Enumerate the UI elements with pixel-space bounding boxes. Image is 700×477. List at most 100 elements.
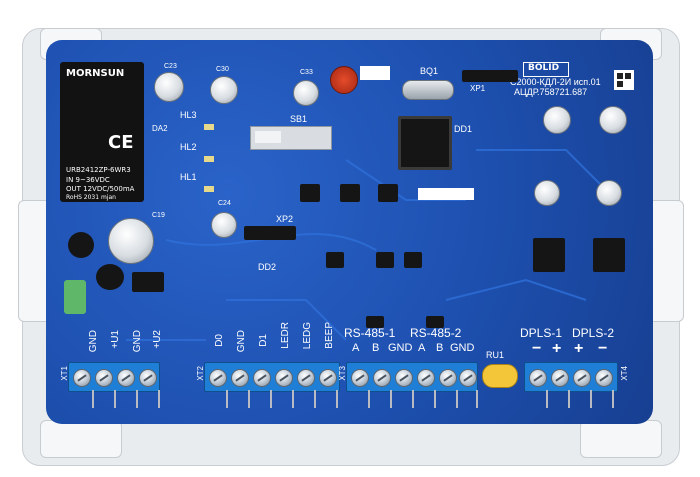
- label-dd2: DD2: [258, 262, 277, 272]
- label-hl2: HL2: [180, 142, 197, 152]
- pin-xt4-1: −: [532, 340, 542, 357]
- label-bq1: BQ1: [420, 66, 439, 76]
- terminal-block-xt4: [524, 362, 618, 392]
- label-ru1: RU1: [486, 350, 505, 360]
- capacitor-large: [108, 218, 154, 264]
- screw-xt4-3[interactable]: [573, 369, 591, 387]
- label-dpls-2: DPLS-2: [572, 326, 615, 340]
- led-hl3: [204, 124, 214, 130]
- pin-xt4-2: +: [552, 340, 562, 357]
- screw-xt2-6[interactable]: [319, 369, 337, 387]
- terminal-id-xt2: XT2: [196, 366, 205, 381]
- screw-xt4-2[interactable]: [551, 369, 569, 387]
- bottom-left-clip: [40, 420, 122, 458]
- terminal-block-xt3: [346, 362, 478, 392]
- label-rs485-1: RS-485-1: [344, 326, 396, 340]
- screw-xt3-3[interactable]: [395, 369, 413, 387]
- inductor-l3: [68, 232, 94, 258]
- psu-module: MORNSUN CE URB2412ZP-6WR3 IN 9~36VDC OUT…: [60, 62, 144, 202]
- brand-text: BOLID: [528, 63, 560, 73]
- screw-xt3-6[interactable]: [459, 369, 477, 387]
- capacitor-c30: [210, 76, 238, 104]
- ic-3: [378, 184, 398, 202]
- pin-xt2-3: D1: [258, 334, 269, 347]
- label-c30: C30: [216, 66, 229, 73]
- terminal-id-xt1: XT1: [60, 366, 69, 381]
- screw-xt2-2[interactable]: [231, 369, 249, 387]
- terminal-id-xt4: XT4: [620, 366, 629, 381]
- screw-xt2-5[interactable]: [297, 369, 315, 387]
- pin-xt2-2: GND: [236, 330, 247, 353]
- pin-xt4-4: −: [598, 340, 608, 357]
- screw-xt1-4[interactable]: [139, 369, 157, 387]
- ic-6: [404, 252, 422, 268]
- screw-xt1-1[interactable]: [73, 369, 91, 387]
- pin-xt3-6: GND: [450, 342, 475, 354]
- label-xp1: XP1: [470, 84, 486, 93]
- screw-xt2-1[interactable]: [209, 369, 227, 387]
- microcontroller-dd1: [398, 116, 452, 170]
- psu-input: IN 9~36VDC: [66, 176, 110, 184]
- label-dpls-1: DPLS-1: [520, 326, 563, 340]
- screw-xt1-3[interactable]: [117, 369, 135, 387]
- ic-1: [300, 184, 320, 202]
- label-c23: C23: [164, 63, 177, 70]
- pin-xt1-1: GND: [88, 330, 99, 353]
- pin-xt3-3: GND: [388, 342, 413, 354]
- capacitor-c33: [293, 80, 319, 106]
- module-model: С2000-КДЛ-2И исп.01: [510, 77, 601, 87]
- sticker: [418, 188, 474, 200]
- terminal-block-xt2: [204, 362, 340, 392]
- capacitor-c24: [211, 212, 237, 238]
- pin-xt1-4: +U2: [152, 330, 163, 349]
- header-xp2: [244, 226, 296, 240]
- jumper-rs485-2[interactable]: [426, 316, 444, 328]
- terminal-id-xt3: XT3: [338, 366, 347, 381]
- ic-4: [326, 252, 344, 268]
- screw-xt2-4[interactable]: [275, 369, 293, 387]
- screw-xt3-1[interactable]: [351, 369, 369, 387]
- pin-xt2-4: LEDR: [280, 322, 291, 349]
- screw-xt4-1[interactable]: [529, 369, 547, 387]
- psu-output: OUT 12VDC/500mA: [66, 185, 135, 193]
- regulator-2: [593, 238, 625, 272]
- pin-xt3-1: A: [352, 342, 360, 354]
- label-da2: DA2: [152, 124, 168, 133]
- screw-xt3-5[interactable]: [439, 369, 457, 387]
- capacitor-right-3: [534, 180, 560, 206]
- label-dd1: DD1: [454, 124, 473, 134]
- label-sb1: SB1: [290, 114, 308, 124]
- label-hl1: HL1: [180, 172, 197, 182]
- led-hl1: [204, 186, 214, 192]
- label-c24: C24: [218, 200, 231, 207]
- label-xp2: XP2: [276, 214, 294, 224]
- pin-xt3-2: B: [372, 342, 380, 354]
- screw-xt2-3[interactable]: [253, 369, 271, 387]
- terminal-pins: [92, 390, 94, 408]
- bottom-right-clip: [580, 420, 662, 458]
- jumper-rs485-1[interactable]: [366, 316, 384, 328]
- led-hl2: [204, 156, 214, 162]
- ce-mark-icon: CE: [108, 132, 134, 153]
- pin-xt3-4: A: [418, 342, 426, 354]
- trim-pot-icon[interactable]: [330, 66, 358, 94]
- screw-xt4-4[interactable]: [595, 369, 613, 387]
- regulator-1: [533, 238, 565, 272]
- pin-xt2-1: D0: [214, 334, 225, 347]
- psu-brand: MORNSUN: [66, 68, 125, 79]
- capacitor-right-4: [596, 180, 622, 206]
- fuse-ru1: [482, 364, 518, 388]
- capacitor-c23: [154, 72, 184, 102]
- label-c33: C33: [300, 69, 313, 76]
- ic-2: [340, 184, 360, 202]
- pin-xt4-3: +: [574, 340, 584, 357]
- label-rs485-2: RS-485-2: [410, 326, 462, 340]
- terminal-block-xt1: [68, 362, 160, 392]
- screw-xt3-4[interactable]: [417, 369, 435, 387]
- screw-xt3-2[interactable]: [373, 369, 391, 387]
- psu-model: URB2412ZP-6WR3: [66, 166, 131, 174]
- qr-code: [614, 70, 634, 90]
- tamper-switch-sb1[interactable]: [250, 126, 332, 150]
- pin-xt1-2: +U1: [110, 330, 121, 349]
- screw-xt1-2[interactable]: [95, 369, 113, 387]
